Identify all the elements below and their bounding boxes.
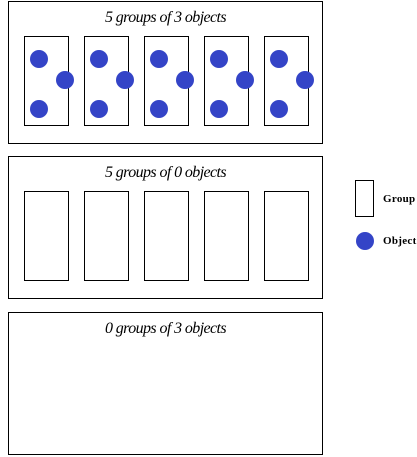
panel-2-title: 5 groups of 0 objects bbox=[104, 164, 227, 181]
object-dot bbox=[116, 71, 134, 89]
panel-1-title: 5 groups of 3 objects bbox=[104, 9, 227, 26]
legend-object-label: Object bbox=[383, 235, 417, 247]
object-dot bbox=[30, 100, 48, 118]
object-dot bbox=[150, 100, 168, 118]
legend-group-label: Group bbox=[383, 193, 416, 205]
legend-object-swatch bbox=[356, 232, 374, 250]
panel-1: 5 groups of 3 objects bbox=[8, 1, 323, 144]
group-box bbox=[144, 36, 194, 126]
object-dot bbox=[90, 50, 108, 68]
panel-2: 5 groups of 0 objects bbox=[8, 156, 323, 299]
panel-3-title: 0 groups of 3 objects bbox=[104, 320, 227, 337]
object-dot bbox=[236, 71, 254, 89]
group-box bbox=[264, 36, 314, 126]
group-box bbox=[24, 36, 74, 126]
group-box bbox=[264, 191, 309, 281]
object-dot bbox=[56, 71, 74, 89]
legend-group-swatch bbox=[355, 180, 374, 217]
object-dot bbox=[270, 50, 288, 68]
object-dot bbox=[176, 71, 194, 89]
group-box bbox=[204, 36, 254, 126]
object-dot bbox=[30, 50, 48, 68]
group-box bbox=[84, 36, 134, 126]
object-dot bbox=[210, 100, 228, 118]
object-dot bbox=[150, 50, 168, 68]
group-box bbox=[204, 191, 249, 281]
object-dot bbox=[210, 50, 228, 68]
object-dot bbox=[296, 71, 314, 89]
group-box bbox=[144, 191, 189, 281]
object-dot bbox=[270, 100, 288, 118]
group-box bbox=[84, 191, 129, 281]
panel-3: 0 groups of 3 objects bbox=[8, 312, 323, 455]
object-dot bbox=[90, 100, 108, 118]
group-box bbox=[24, 191, 69, 281]
